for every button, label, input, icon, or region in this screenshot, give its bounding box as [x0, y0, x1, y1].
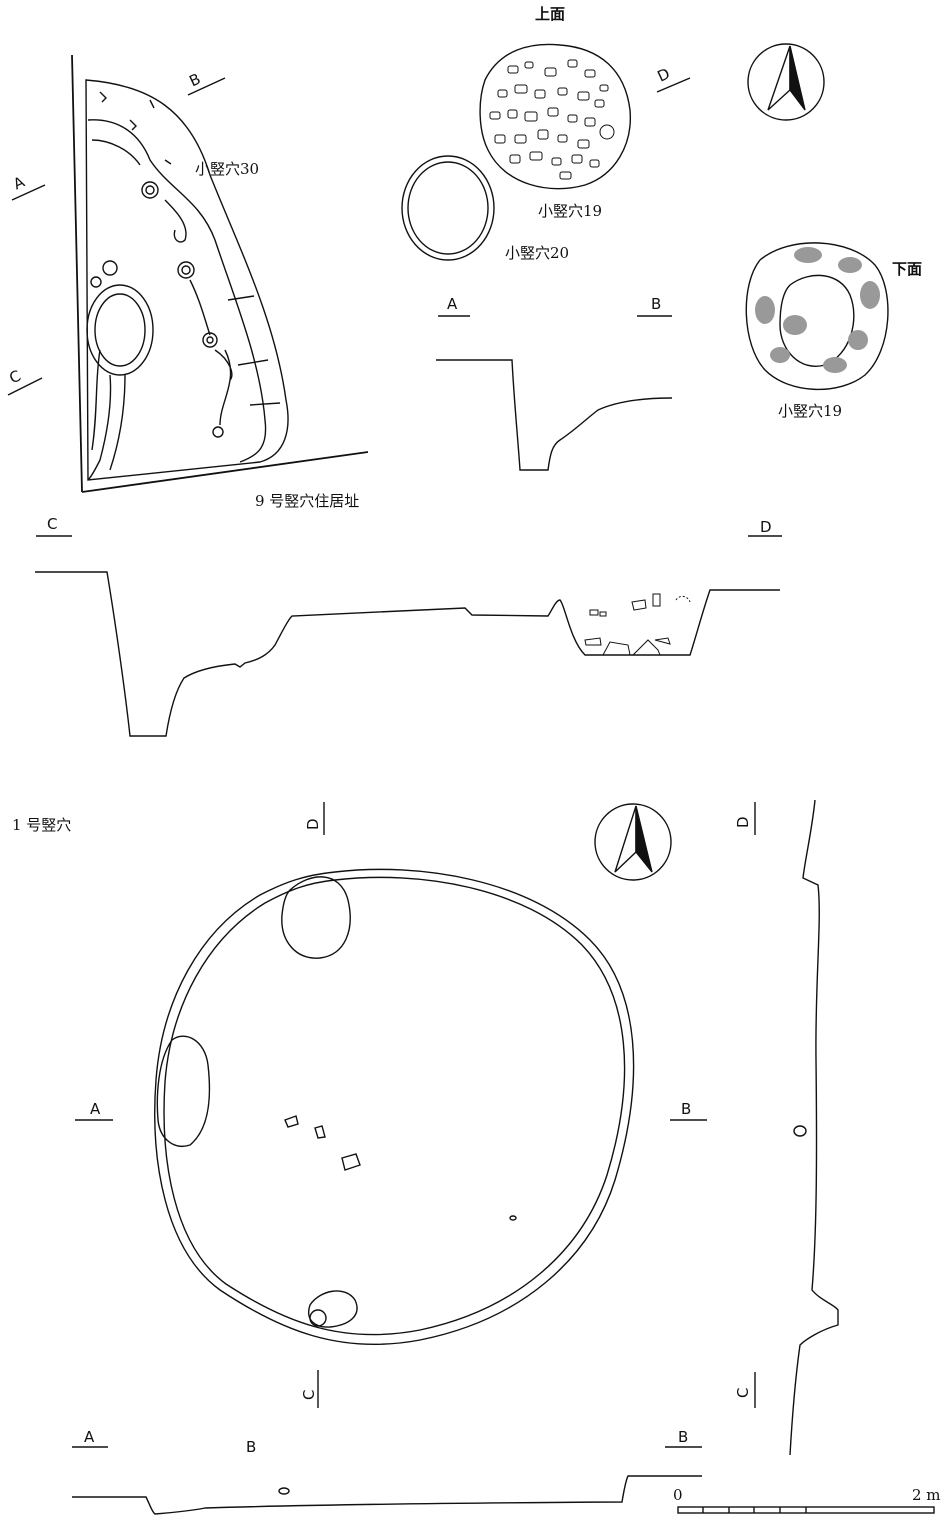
- pit-1-plan: [75, 802, 707, 1408]
- section-mark-b: B: [681, 1100, 692, 1118]
- section-mark-c: C: [47, 515, 58, 533]
- pit-30-label: 小竪穴30: [195, 160, 260, 178]
- section-mark-a: A: [447, 295, 458, 313]
- scale-start-label: 0: [673, 1486, 683, 1504]
- pit-20-label: 小竪穴20: [505, 244, 570, 262]
- pit-19-bottom-plan: [745, 242, 889, 391]
- section-mark-a: A: [90, 1100, 101, 1118]
- pit-19-top-plan: [479, 43, 632, 190]
- dwelling-9-label: 9 号竪穴住居址: [255, 492, 360, 510]
- north-arrow-icon: [594, 803, 672, 881]
- section-mark-b: B: [678, 1428, 689, 1446]
- section-mark-a: A: [84, 1428, 95, 1446]
- section-d-c-side: [754, 799, 839, 1456]
- section-c-d: [35, 535, 782, 737]
- bottom-surface-label: 下面: [892, 260, 923, 278]
- pit-20-plan: [401, 155, 495, 261]
- section-mark-b: B: [651, 295, 662, 313]
- pit-1-label: 1 号竪穴: [12, 816, 72, 834]
- north-arrow-icon: [747, 43, 825, 121]
- pit-19-top-label: 小竪穴19: [538, 202, 603, 220]
- section-line-d: [656, 77, 691, 93]
- section-mark-c: C: [300, 1389, 318, 1400]
- scale-bar: [677, 1506, 935, 1514]
- section-a-b-top: [436, 315, 673, 471]
- top-surface-label: 上面: [535, 5, 566, 23]
- dwelling-9-plan: [7, 54, 369, 493]
- section-mark-b: B: [246, 1438, 257, 1456]
- section-a-b-bottom: [72, 1446, 702, 1515]
- section-mark-d: D: [760, 518, 772, 536]
- scale-end-label: 2 m: [912, 1486, 941, 1504]
- pit-19-bottom-label: 小竪穴19: [778, 402, 843, 420]
- section-mark-c: C: [734, 1387, 752, 1398]
- section-mark-d: D: [734, 816, 752, 828]
- section-mark-d: D: [304, 818, 322, 830]
